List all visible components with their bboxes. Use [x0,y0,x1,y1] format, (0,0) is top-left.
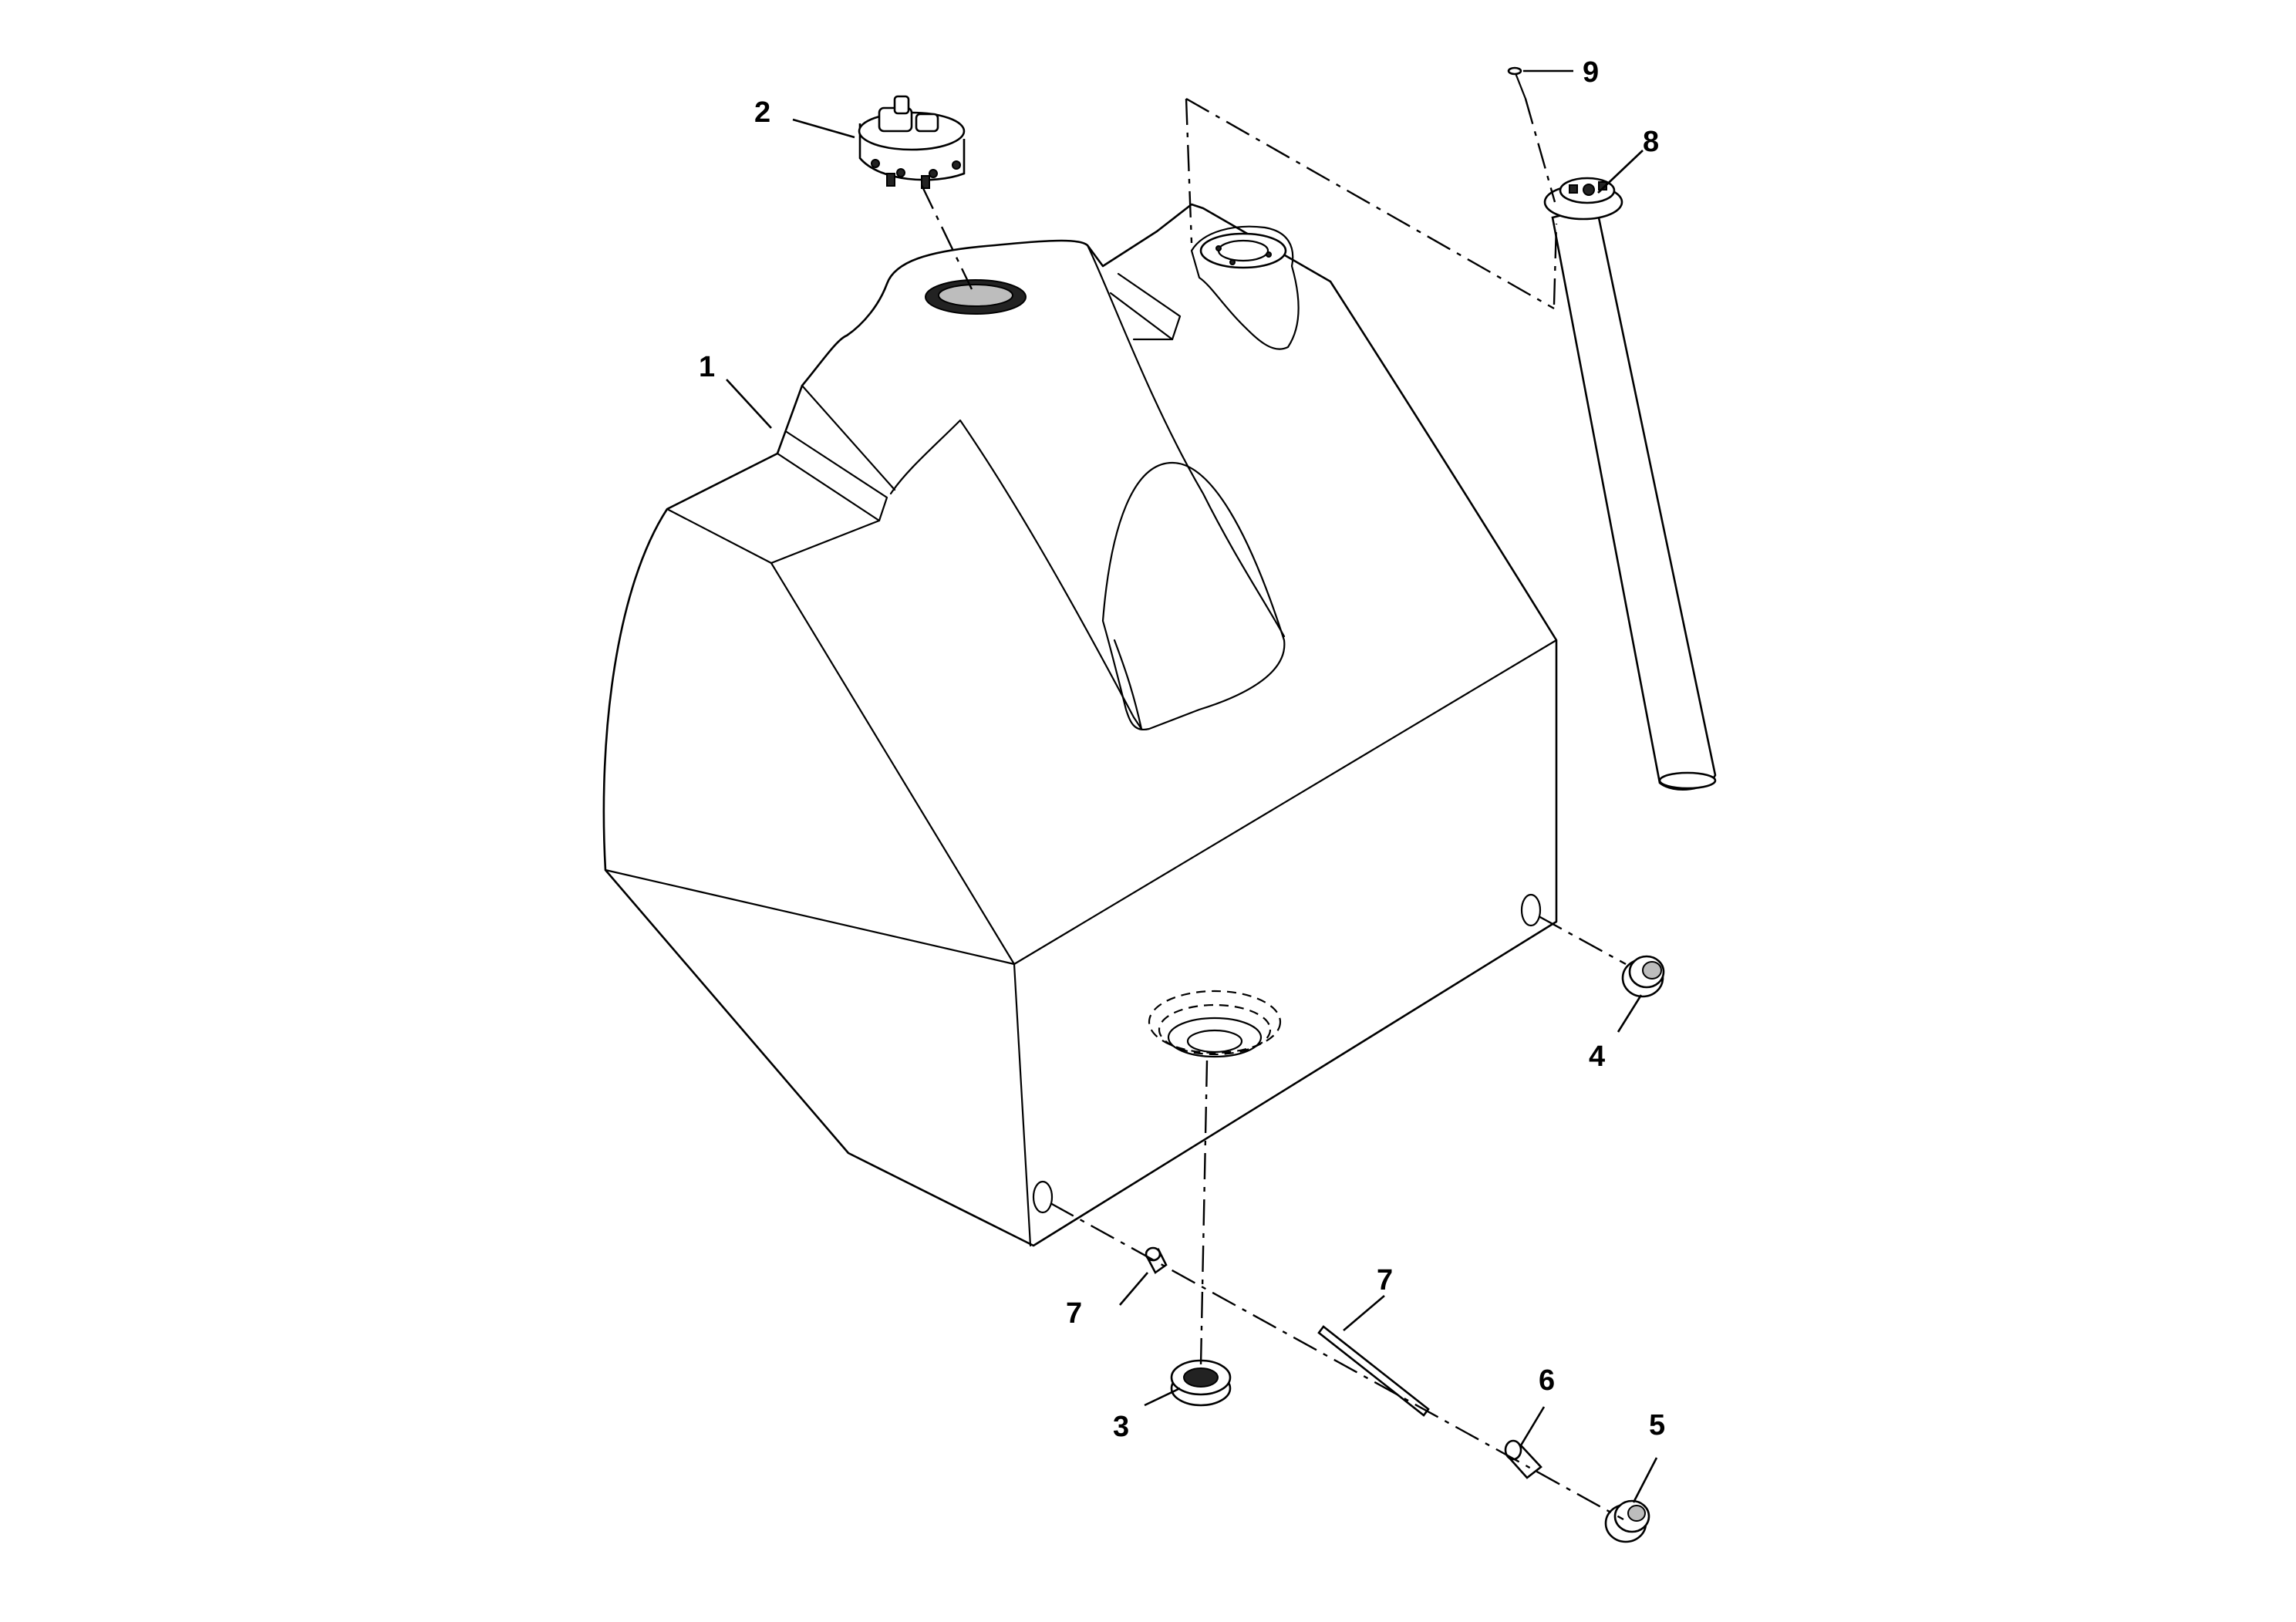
callout-1: 1 [699,351,715,383]
callout-2: 2 [754,96,770,129]
screw [1507,66,1527,100]
callout-3: 3 [1113,1411,1129,1443]
callout-leaders [726,69,1658,1503]
callout-labels: 1 2 3 4 5 6 7 7 8 9 [699,56,1665,1443]
fitting-4 [1621,955,1665,998]
fitting-3 [1170,1359,1232,1407]
fitting-6 [1504,1439,1542,1479]
callout-9: 9 [1583,56,1599,89]
side-hole-right [1520,893,1542,927]
callout-6: 6 [1539,1364,1555,1397]
fuel-level-sender [1543,177,1717,791]
fuel-pump-assembly [858,95,966,189]
callout-7-right: 7 [1377,1264,1393,1297]
drain-boss [1148,990,1282,1058]
tube-7 [1317,1325,1430,1417]
fuel-tank [602,203,1558,1247]
side-hole-left [1032,1180,1054,1214]
callout-4: 4 [1589,1040,1605,1073]
callout-8: 8 [1643,126,1659,158]
fitting-7-small [1145,1246,1168,1274]
fitting-5 [1604,1499,1650,1543]
assembly-centerlines [920,97,1627,1521]
callout-7-left: 7 [1066,1297,1082,1330]
callout-5: 5 [1649,1409,1665,1442]
